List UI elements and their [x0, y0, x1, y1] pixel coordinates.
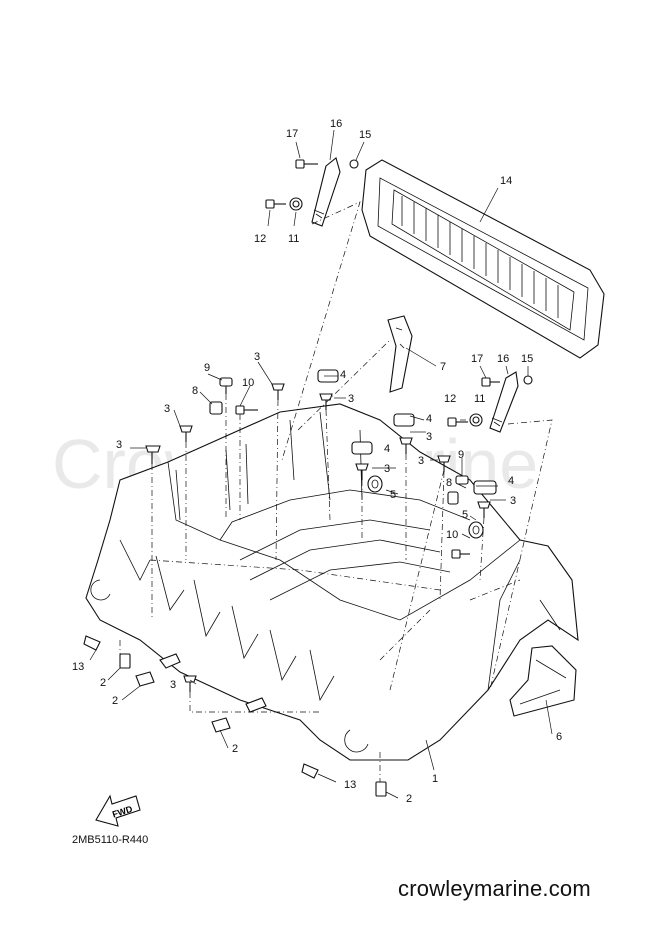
callout-13b: 13 — [344, 779, 356, 791]
callout-5: 5 — [390, 489, 396, 501]
callout-3h: 3 — [510, 495, 516, 507]
callout-4b: 4 — [426, 413, 432, 425]
callout-16-lower: 16 — [497, 353, 509, 365]
callout-2b: 2 — [112, 695, 118, 707]
assembly-guides — [119, 201, 553, 782]
tailgate-panel — [361, 159, 605, 359]
callout-10: 10 — [242, 377, 254, 389]
callout-6: 6 — [556, 731, 562, 743]
callout-4c: 4 — [384, 443, 390, 455]
callout-8: 8 — [192, 385, 198, 397]
callout-7: 7 — [440, 361, 446, 373]
callout-3f: 3 — [384, 463, 390, 475]
callout-8b: 8 — [446, 477, 452, 489]
latch-arm-lower — [489, 371, 519, 433]
clip-parts — [119, 653, 387, 797]
callout-15-lower: 15 — [521, 353, 533, 365]
callout-3e: 3 — [426, 431, 432, 443]
callout-9: 9 — [204, 362, 210, 374]
callout-15: 15 — [359, 129, 371, 141]
callout-3i: 3 — [170, 679, 176, 691]
callout-10b: 10 — [446, 529, 458, 541]
callout-11-lower: 11 — [474, 393, 485, 405]
callout-5b: 5 — [462, 509, 468, 521]
leader-lines — [89, 129, 553, 799]
callout-12-lower: 12 — [444, 393, 456, 405]
callout-1: 1 — [432, 773, 438, 785]
callout-16: 16 — [330, 118, 342, 130]
diagram-code: 2MB5110-R440 — [72, 834, 149, 846]
grommet-parts — [367, 475, 484, 539]
callout-3b: 3 — [348, 393, 354, 405]
callout-labels: 17 16 15 14 12 11 7 17 16 15 9 3 4 10 8 … — [72, 118, 562, 805]
side-panel — [509, 645, 577, 717]
callout-4d: 4 — [508, 475, 514, 487]
callout-17: 17 — [286, 128, 298, 140]
callout-3g: 3 — [418, 455, 424, 467]
side-bracket — [387, 315, 413, 393]
callout-3c: 3 — [164, 403, 170, 415]
callout-14: 14 — [500, 175, 512, 187]
site-credit: crowleymarine.com — [398, 876, 591, 901]
hardware-small — [209, 159, 533, 559]
callout-2d: 2 — [406, 793, 412, 805]
callout-11: 11 — [288, 233, 299, 245]
callout-9b: 9 — [458, 449, 464, 461]
callout-17-lower: 17 — [471, 353, 483, 365]
callout-2c: 2 — [232, 743, 238, 755]
latch-arm-upper — [311, 157, 341, 227]
callout-4: 4 — [340, 369, 346, 381]
callout-3d: 3 — [116, 439, 122, 451]
callout-13: 13 — [72, 661, 84, 673]
cap-parts — [317, 369, 497, 495]
callout-3: 3 — [254, 351, 260, 363]
callout-12: 12 — [254, 233, 266, 245]
callout-2: 2 — [100, 677, 106, 689]
bolt-parts — [145, 383, 491, 692]
fwd-arrow-icon: FWD — [95, 794, 141, 827]
